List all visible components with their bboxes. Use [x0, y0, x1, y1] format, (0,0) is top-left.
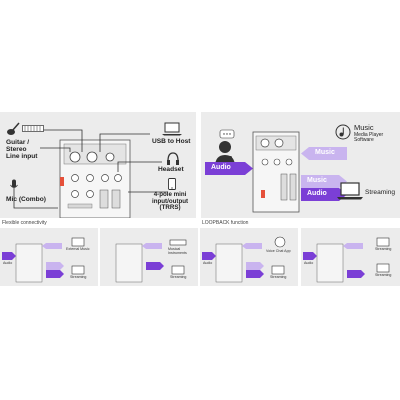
- thumbnail-1-art: [2, 237, 85, 283]
- right-diagram-panel: Audio Music Music Audio Music Media Play…: [201, 112, 400, 218]
- usb-to-host-label: USB to Host: [152, 138, 191, 145]
- connection-lines: [13, 129, 168, 218]
- music-arrow-top-label[interactable]: Music: [315, 149, 335, 156]
- thumbnail-2-art: [115, 239, 187, 283]
- thumbnail-4-art: [303, 237, 390, 283]
- thumbnail-4-left-label: Audio: [304, 261, 314, 265]
- thumbnail-3-left-label: Audio: [203, 261, 213, 265]
- guitar-icon: [7, 122, 20, 135]
- trrs-label: 4-pole mini input/output (TRRS): [152, 191, 189, 211]
- laptop-icon: [162, 122, 182, 136]
- music-arrow-top: [301, 147, 347, 160]
- thumbnail-1-top-label: External Music: [66, 247, 90, 251]
- thumbnail-1-bottom-label: Streaming: [70, 275, 87, 279]
- laptop-streaming-icon: [337, 182, 363, 200]
- left-caption: Flexible connectivity: [2, 220, 47, 226]
- audio-arrow-mid-label[interactable]: Audio: [307, 190, 327, 197]
- right-caption: LOOPBACK function: [202, 220, 249, 226]
- thumbnail-3[interactable]: Audio Voice Chat App Streaming: [200, 228, 298, 286]
- thumbnail-4[interactable]: Audio Streaming Streaming: [301, 228, 400, 286]
- music-arrow-mid-label[interactable]: Music: [307, 177, 327, 184]
- thumbnail-3-top-label: Voice Chat App: [266, 249, 291, 253]
- thumbnail-4-bottom-label: Streaming: [375, 273, 392, 277]
- music-arrow-mid: [301, 175, 347, 188]
- headset-label: Headset: [158, 166, 184, 173]
- keyboard-icon: [22, 125, 44, 132]
- thumbnail-3-art: [202, 236, 286, 283]
- thumbnail-2-bottom-label: Streaming: [170, 275, 187, 279]
- mic-icon: [10, 179, 18, 192]
- thumbnail-2-top-label: Musical Instruments: [168, 247, 187, 255]
- left-diagram-panel: Guitar / Stereo Line input Mic (Combo) U…: [0, 112, 196, 218]
- phone-icon: [168, 178, 176, 190]
- thumbnail-2[interactable]: Musical Instruments Streaming: [100, 228, 198, 286]
- thumbnail-3-bottom-label: Streaming: [270, 275, 287, 279]
- guitar-line-input-label: Guitar / Stereo Line input: [6, 139, 38, 160]
- audio-arrow-label[interactable]: Audio: [211, 164, 231, 171]
- headset-icon: [167, 152, 179, 165]
- mic-combo-label: Mic (Combo): [6, 196, 46, 203]
- streaming-label: Streaming: [365, 189, 396, 196]
- music-note-icon: [335, 124, 351, 140]
- thumbnail-1[interactable]: Audio External Music Streaming: [0, 228, 98, 286]
- thumbnail-1-left-label: Audio: [3, 261, 13, 265]
- thumbnail-4-top-label: Streaming: [375, 247, 392, 251]
- audio-arrow-mid: [301, 188, 347, 201]
- music-subtitle: Media Player Software: [354, 132, 384, 144]
- loopback-device: [215, 129, 300, 213]
- audio-arrow: [205, 162, 253, 175]
- music-title: Music: [354, 123, 374, 132]
